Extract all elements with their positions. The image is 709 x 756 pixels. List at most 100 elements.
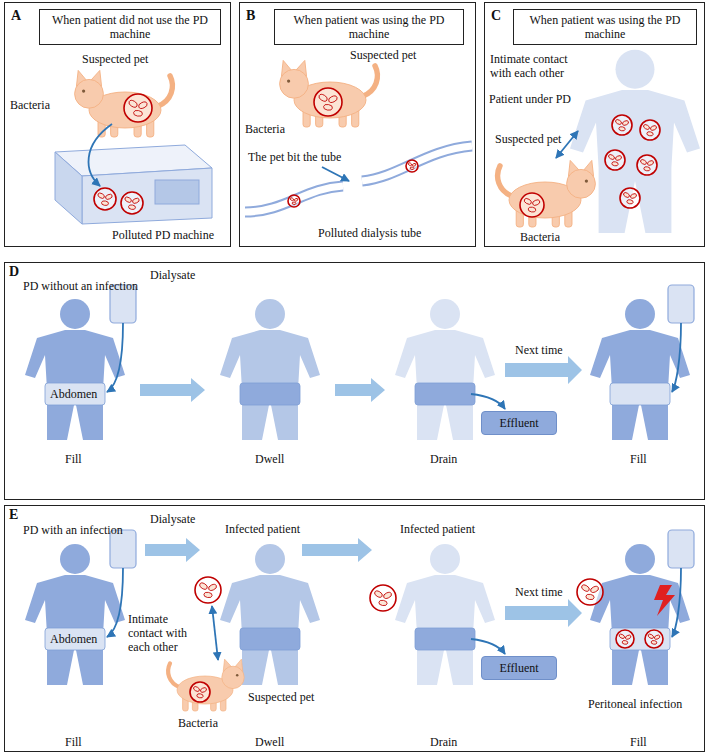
bacteria-cluster — [370, 585, 396, 611]
bacterium — [590, 585, 600, 593]
pd-machine — [82, 168, 212, 224]
bacterium — [193, 686, 201, 693]
bacteria-cluster — [640, 120, 660, 140]
cat-tail — [168, 663, 180, 687]
bacteria-ring — [314, 88, 342, 116]
bacterium — [383, 591, 393, 599]
person-head — [60, 544, 90, 574]
bacterium — [612, 161, 619, 166]
person-body — [570, 90, 700, 233]
bacteria-cluster — [605, 150, 625, 170]
dialysis-tube — [245, 186, 343, 212]
panel-letter: A — [11, 9, 21, 23]
person-body — [395, 575, 495, 685]
cat-eye — [236, 674, 239, 677]
person-body — [220, 330, 320, 440]
text-label: Next time — [515, 343, 563, 357]
abdomen-area — [240, 383, 300, 405]
bacterium — [622, 640, 628, 645]
bacterium — [197, 693, 204, 698]
effluent-box: Effluent — [481, 656, 557, 680]
header-box: When patient was using the PD machine — [513, 9, 697, 45]
person-figure — [220, 299, 320, 440]
person-head — [255, 544, 285, 574]
bacterium — [630, 193, 637, 199]
bacterium — [128, 204, 136, 210]
text-label: Dialysate — [150, 512, 195, 526]
bacteria-cluster — [195, 577, 221, 603]
bacteria-ring — [612, 115, 632, 135]
text-label: Abdomen — [50, 387, 97, 401]
step-arrow — [505, 356, 582, 384]
bacterium — [138, 101, 148, 110]
bacteria-ring — [121, 192, 143, 214]
bacteria-cluster — [124, 94, 152, 122]
person-body — [25, 330, 125, 440]
bacterium — [650, 125, 657, 131]
text-label: Infected patient — [400, 522, 475, 536]
bacteria-ring — [195, 577, 221, 603]
bacterium — [290, 197, 295, 201]
pd-machine — [55, 152, 82, 224]
fill-arrow — [107, 568, 123, 637]
bacteria-cluster — [288, 195, 300, 207]
bacterium — [292, 202, 296, 205]
contact-arrow — [212, 606, 218, 660]
cat-head — [567, 169, 596, 198]
bacteria-cluster — [577, 579, 603, 605]
bacterium — [410, 167, 414, 170]
bacteria-ring — [637, 155, 657, 175]
abdomen-area — [45, 383, 105, 405]
cat-eye — [82, 89, 85, 92]
abdomen-area — [45, 628, 105, 650]
bacteria-cluster — [314, 88, 342, 116]
bacterium — [199, 582, 209, 591]
person-figure — [570, 50, 700, 233]
text-label: Bacteria — [178, 716, 218, 730]
box-text: Effluent — [499, 661, 538, 675]
bacterium — [625, 634, 632, 640]
text-label: Intimate contact with each other — [490, 52, 578, 80]
bacterium — [101, 200, 109, 206]
dialysate-bag — [668, 530, 694, 568]
cat-head — [280, 69, 309, 98]
text-label: Peritoneal infection — [588, 697, 682, 711]
header-box: When patient did not use the PD machine — [39, 9, 221, 45]
person-head — [60, 299, 90, 329]
panel-title: PD with an infection — [23, 523, 123, 537]
person-figure — [220, 544, 320, 685]
bacterium — [412, 163, 416, 167]
step-arrow — [302, 538, 372, 562]
bacterium — [615, 155, 622, 161]
bacteria-ring — [640, 120, 660, 140]
bacterium — [608, 154, 616, 161]
panel-frame: A When patient did not use the PD machine — [4, 2, 231, 247]
person-head — [430, 544, 460, 574]
bacterium — [523, 197, 532, 205]
bacteria-cluster — [620, 188, 640, 208]
step-arrow — [505, 599, 582, 627]
bacteria-ring — [288, 195, 300, 207]
text-label: Polluted PD machine — [112, 228, 214, 242]
person-head — [616, 50, 655, 89]
bacterium — [647, 633, 654, 639]
fill-arrow — [672, 568, 681, 637]
bacterium — [97, 192, 105, 199]
text-label: Fill — [65, 452, 82, 466]
cat-eye — [287, 79, 290, 82]
box-text: When patient did not use the PD machine — [44, 13, 216, 41]
bite-arrow — [322, 167, 349, 181]
bacterium — [408, 162, 413, 166]
bacteria-ring — [370, 585, 396, 611]
bacterium — [124, 196, 132, 203]
panel-letter: E — [9, 508, 18, 522]
bacterium — [318, 93, 329, 102]
bacterium — [619, 126, 626, 131]
bacterium — [378, 600, 387, 607]
text-label: Suspected pet — [350, 48, 416, 62]
person-head — [430, 299, 460, 329]
bacterium — [132, 197, 140, 204]
cat-eye — [585, 179, 588, 182]
dialysis-tube-inner — [362, 146, 472, 181]
